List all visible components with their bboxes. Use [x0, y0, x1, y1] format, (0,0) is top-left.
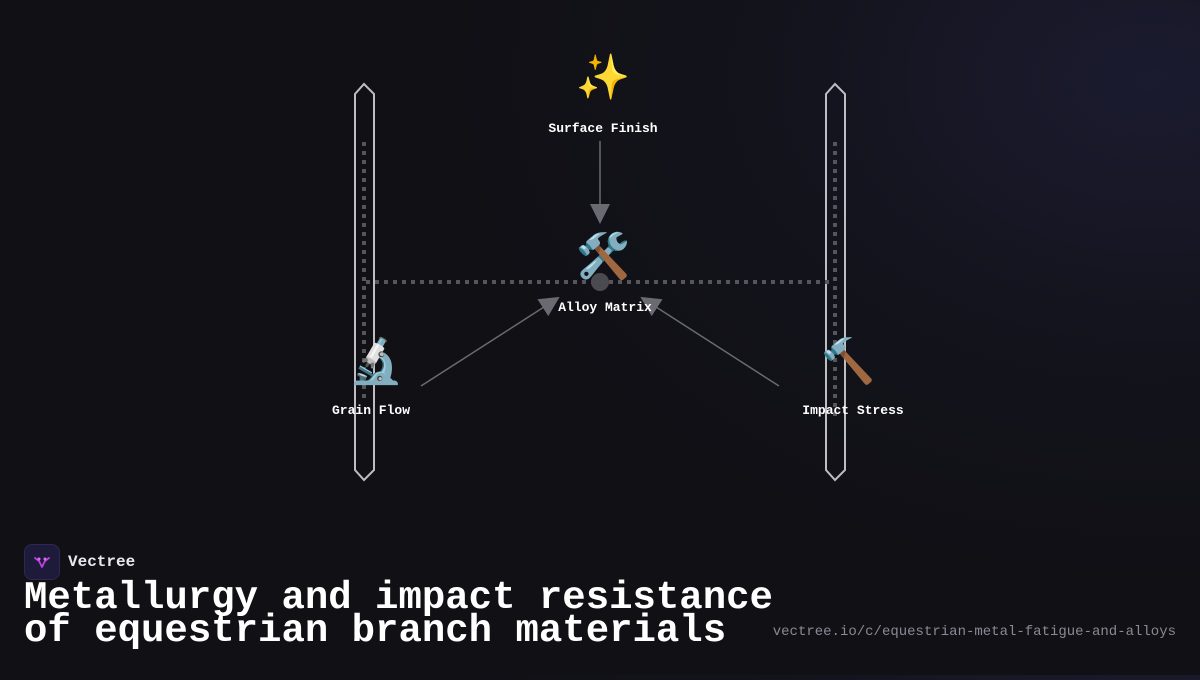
title-line-2: of equestrian branch materials: [24, 609, 727, 653]
page-title: Metallurgy and impact resistance of eque…: [24, 579, 773, 651]
right-pillar: [825, 82, 846, 482]
left-pillar: [354, 82, 375, 482]
brand-name: Vectree: [68, 553, 136, 571]
alloy-matrix-hub-dot: [591, 273, 609, 291]
source-url: vectree.io/c/equestrian-metal-fatigue-an…: [772, 624, 1176, 640]
node-label-surface-finish: Surface Finish: [548, 121, 658, 136]
title-line-1: Metallurgy and impact resistance: [24, 576, 773, 620]
edge-impact-stress-to-alloy-matrix: [640, 296, 780, 387]
microscope-icon: 🔬: [348, 336, 404, 387]
hammer-and-wrench-icon: 🛠️: [575, 231, 631, 282]
node-label-alloy-matrix: Alloy Matrix: [558, 300, 652, 315]
hammer-icon: 🔨: [820, 336, 876, 387]
vectree-logo-icon: [24, 544, 60, 580]
edge-grain-flow-to-alloy-matrix: [420, 296, 560, 387]
node-label-grain-flow: Grain Flow: [331, 403, 411, 418]
brand: Vectree: [24, 544, 135, 580]
node-label-impact-stress: Impact Stress: [802, 403, 904, 418]
sparkles-icon: ✨: [575, 52, 631, 103]
